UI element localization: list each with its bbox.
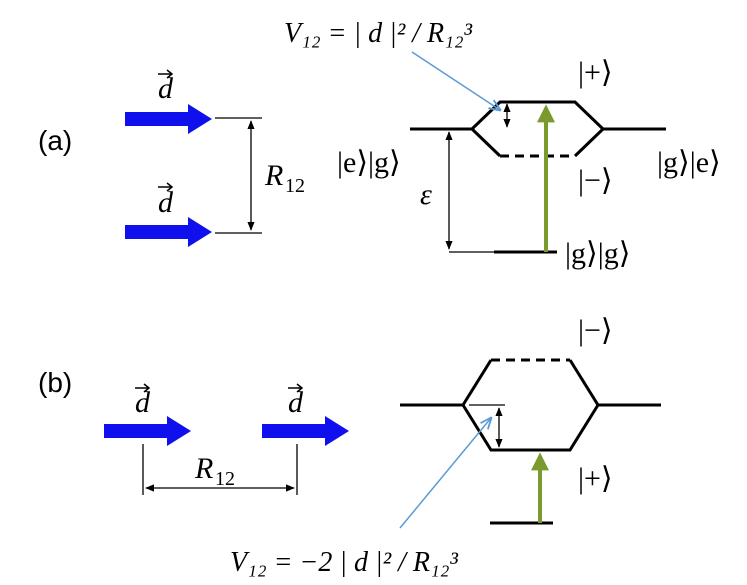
ket-minus-b: |−⟩	[578, 314, 613, 347]
pointer-line-a	[411, 51, 500, 110]
distance-sub-a: 12	[285, 175, 305, 197]
dipole-right-arrow	[262, 416, 349, 446]
ket-minus-a: |−⟩	[578, 164, 613, 197]
ket-plus-b: |+⟩	[578, 462, 613, 495]
ket-plus-a: |+⟩	[578, 56, 613, 89]
ket-gg: |g⟩|g⟩	[565, 237, 630, 270]
panel-a-label: (a)	[38, 125, 72, 156]
dipole-top-symbol: d	[158, 72, 174, 105]
ket-eg: |e⟩|g⟩	[337, 146, 401, 179]
energy-gap-symbol: ε	[420, 178, 432, 211]
vector-arrow-icon	[158, 182, 174, 192]
dipole-left-symbol: d	[135, 386, 151, 419]
dipole-top-arrow	[125, 104, 212, 134]
dipole-bottom-arrow	[125, 217, 212, 247]
dipole-left-arrow	[104, 416, 191, 446]
distance-symbol-a: R	[264, 159, 283, 192]
ket-ge: |g⟩|e⟩	[657, 146, 721, 179]
vector-arrow-icon	[158, 69, 174, 79]
energy-levels-b	[400, 358, 661, 525]
distance-sub-b: 12	[215, 468, 235, 490]
vector-arrow-icon	[135, 383, 151, 393]
coupling-formula-a: V₁₂ = | d |² / R₁₂³	[284, 18, 473, 49]
distance-symbol-b: R	[194, 452, 213, 485]
panel-b-label: (b)	[38, 367, 72, 398]
dipole-bottom-symbol: d	[158, 186, 174, 219]
dipole-right-symbol: d	[288, 386, 304, 419]
vector-arrow-icon	[288, 383, 304, 393]
pointer-line-b	[399, 418, 491, 529]
coupling-formula-b: V₁₂ = −2 | d |² / R₁₂³	[230, 547, 459, 578]
